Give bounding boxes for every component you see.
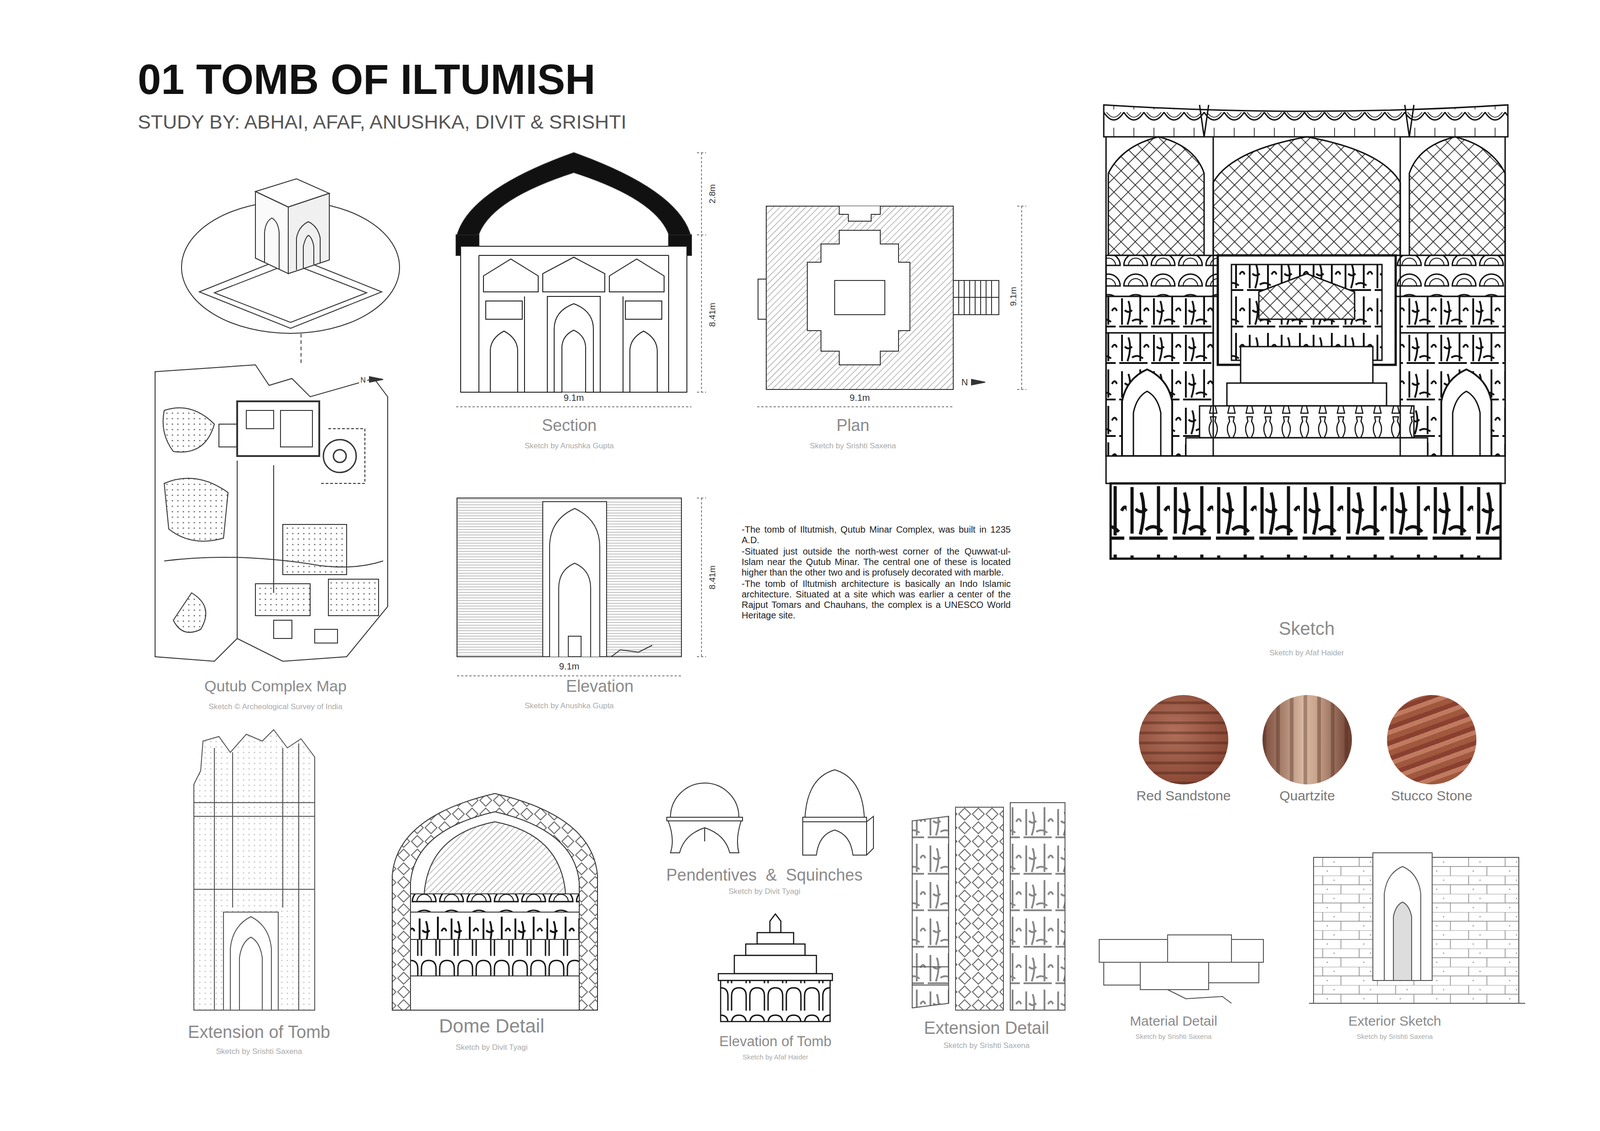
material-name: Quartzite <box>1243 788 1372 804</box>
extension-detail-sketch <box>912 802 1065 1011</box>
cenotaph-sketch <box>718 914 833 1022</box>
pendentive-sketch <box>666 769 874 856</box>
north-mark: N <box>358 376 368 385</box>
caption: Exterior Sketch <box>1346 1013 1443 1030</box>
dome-sketch <box>392 793 598 1011</box>
credit: Sketch by Afaf Haider <box>741 1053 810 1061</box>
material-photo <box>1262 695 1352 785</box>
caption: Sketch <box>1277 618 1336 639</box>
credit: Sketch by Srishti Saxena <box>942 1041 1032 1051</box>
caption: Elevation <box>564 676 635 696</box>
material-swatch: Stucco Stone <box>1367 695 1496 806</box>
caption: Elevation of Tomb <box>717 1033 833 1050</box>
material-photo <box>1387 695 1477 785</box>
material-swatch: Quartzite <box>1243 695 1372 806</box>
note-text: -The tomb of Iltutmish architecture is b… <box>741 578 1011 621</box>
dimension: 2.8m <box>707 182 718 205</box>
credit: Sketch © Archeological Survey of India <box>207 702 344 712</box>
note-text: -Situated just outside the north-west co… <box>741 546 1011 578</box>
extension-sketch <box>193 729 315 1011</box>
dimension: 9.1m <box>848 392 872 404</box>
caption: Plan <box>835 415 871 435</box>
caption: Section <box>540 415 598 435</box>
caption: Pendentives & Squinches <box>664 865 864 885</box>
dimension: 8.41m <box>707 564 718 592</box>
isometric-view <box>181 178 400 334</box>
caption: Extension of Tomb <box>186 1022 332 1043</box>
section-drawing <box>456 152 692 393</box>
dimension: 9.1m <box>562 392 586 404</box>
material-photo <box>1138 695 1229 785</box>
note-text: -The tomb of Iltutmish, Qutub Minar Comp… <box>741 524 1011 546</box>
dimension-line <box>757 206 1027 407</box>
plan-drawing <box>758 206 999 390</box>
credit: Sketch by Anushka Gupta <box>523 441 616 451</box>
caption: Extension Detail <box>922 1018 1051 1039</box>
caption: Qutub Complex Map <box>202 677 349 696</box>
north-mark: N <box>960 377 970 388</box>
dimension: 9.1m <box>1008 285 1019 308</box>
credit: Sketch by Srishti Saxena <box>1355 1032 1435 1041</box>
credit: Sketch by Srishti Saxena <box>808 441 898 451</box>
credit: Sketch by Srishti Saxena <box>1134 1032 1214 1041</box>
elevation-drawing <box>457 498 682 657</box>
leader-line <box>300 333 302 365</box>
dimension: 8.41m <box>707 301 718 329</box>
material-name: Red Sandstone <box>1119 788 1248 804</box>
credit: Sketch by Divit Tyagi <box>454 1043 529 1053</box>
interior-sketch <box>1103 104 1508 559</box>
credit: Sketch by Afaf Haider <box>1267 648 1346 658</box>
material-sketch <box>1099 935 1264 1004</box>
credit: Sketch by Anushka Gupta <box>523 701 616 711</box>
material-swatch: Red Sandstone <box>1119 695 1248 806</box>
caption: Dome Detail <box>437 1015 546 1038</box>
dimension-line <box>456 152 707 407</box>
credit: Sketch by Divit Tyagi <box>727 887 802 897</box>
board-title: 01 TOMB OF ILTUMISH <box>137 58 596 101</box>
exterior-sketch <box>1309 852 1526 1004</box>
site-map <box>155 364 388 662</box>
dimension: 9.1m <box>557 661 581 672</box>
credit: Sketch by Srishti Saxena <box>214 1047 304 1057</box>
dimension-line <box>457 498 707 676</box>
material-name: Stucco Stone <box>1367 788 1496 804</box>
subtitle: STUDY BY: ABHAI, AFAF, ANUSHKA, DIVIT & … <box>137 110 627 134</box>
caption: Material Detail <box>1128 1013 1219 1030</box>
